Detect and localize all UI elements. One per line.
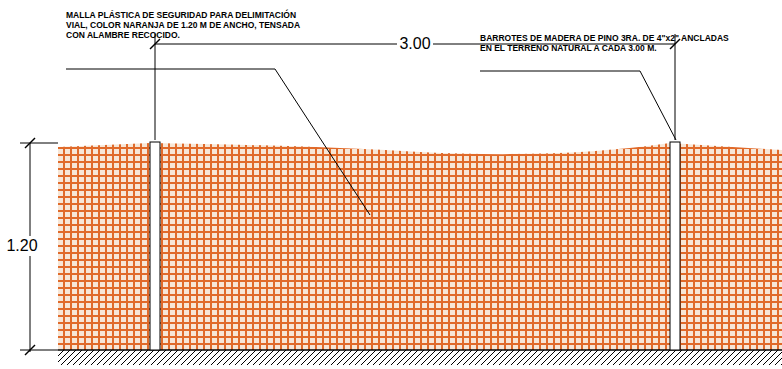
- ground-hatch: [58, 350, 782, 365]
- callout-note: MALLA PLÁSTICA DE SEGURIDAD PARA DELIMIT…: [66, 10, 311, 41]
- callout-note: BARROTES DE MADERA DE PINO 3RA. DE 4"x2"…: [480, 33, 735, 53]
- dimension-text: 1.20: [4, 236, 39, 255]
- leader-line: [480, 71, 676, 140]
- wood-post: [150, 142, 160, 350]
- dimension-text: 3.00: [397, 34, 432, 53]
- leader-line: [66, 69, 370, 215]
- wood-post: [670, 142, 680, 350]
- safety-mesh: [58, 130, 782, 350]
